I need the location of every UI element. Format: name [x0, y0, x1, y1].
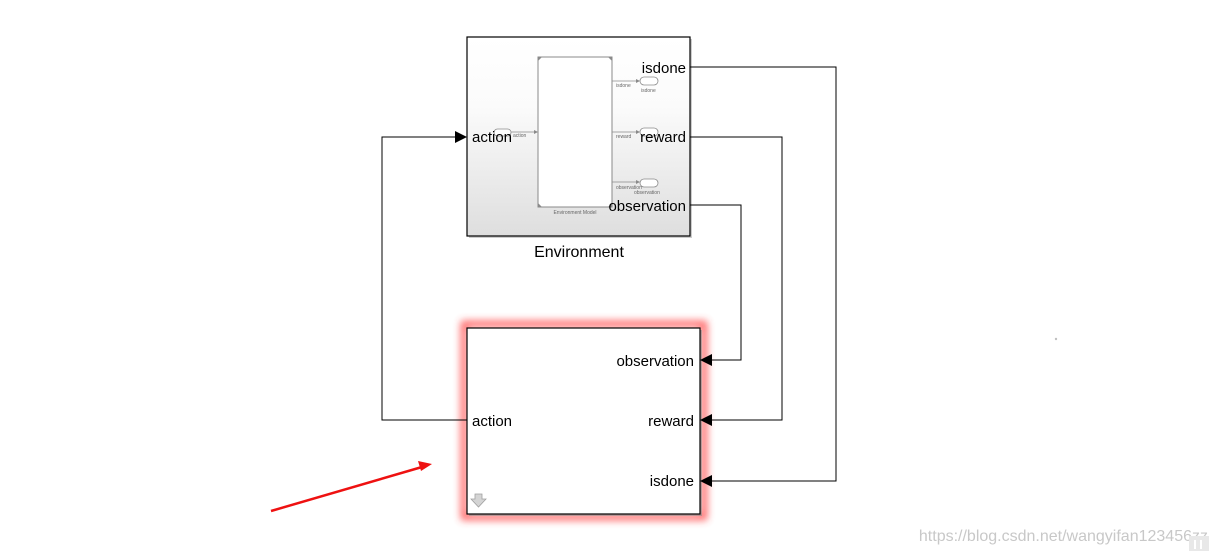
arrowhead-agent-isdone: [700, 475, 712, 487]
inner-out-name-isdone: isdone: [641, 88, 656, 94]
inner-outport-observation[interactable]: [639, 178, 659, 188]
inner-outport-isdone[interactable]: [639, 76, 659, 86]
inner-out-name-observation: observation: [634, 190, 660, 196]
inner-out-label-reward: reward: [616, 134, 632, 140]
env-port-isdone: isdone: [642, 60, 686, 77]
environment-title: Environment: [534, 244, 624, 261]
env-port-observation: observation: [608, 198, 686, 215]
down-arrow-icon[interactable]: [470, 493, 487, 508]
canvas-dot: [1054, 337, 1058, 341]
inner-out-label-isdone: isdone: [616, 83, 631, 89]
line-action[interactable]: [381, 136, 467, 421]
agent-port-action: action: [472, 413, 512, 430]
inner-inport-label: action: [513, 133, 527, 139]
agent-port-observation: observation: [616, 353, 694, 370]
annotation-arrow: [270, 461, 432, 513]
signal-lines: [381, 66, 837, 482]
environment-model-label: Environment Model: [553, 210, 596, 216]
inner-inport-action[interactable]: [493, 128, 512, 137]
line-observation[interactable]: [690, 204, 742, 361]
watermark-logo-icon: [1189, 536, 1209, 551]
watermark-text: https://blog.csdn.net/wangyifan123456zz: [919, 528, 1208, 545]
line-reward[interactable]: [690, 136, 783, 421]
agent-block[interactable]: observation reward isdone action: [461, 321, 707, 520]
environment-model-subsystem[interactable]: [537, 56, 613, 208]
inner-outport-reward[interactable]: [639, 127, 659, 137]
arrowhead-agent-observation: [700, 354, 712, 366]
inner-out-label-observation: observation: [616, 185, 642, 191]
line-isdone[interactable]: [690, 66, 837, 482]
arrowhead-env-action: [455, 131, 467, 143]
agent-port-reward: reward: [648, 413, 694, 430]
agent-port-isdone: isdone: [650, 473, 694, 490]
arrowhead-agent-reward: [700, 414, 712, 426]
arrowheads: [455, 131, 712, 487]
env-port-action: action: [472, 129, 512, 146]
environment-block[interactable]: Environment Model action isdone isdone r…: [466, 36, 692, 238]
env-port-reward: reward: [640, 129, 686, 146]
